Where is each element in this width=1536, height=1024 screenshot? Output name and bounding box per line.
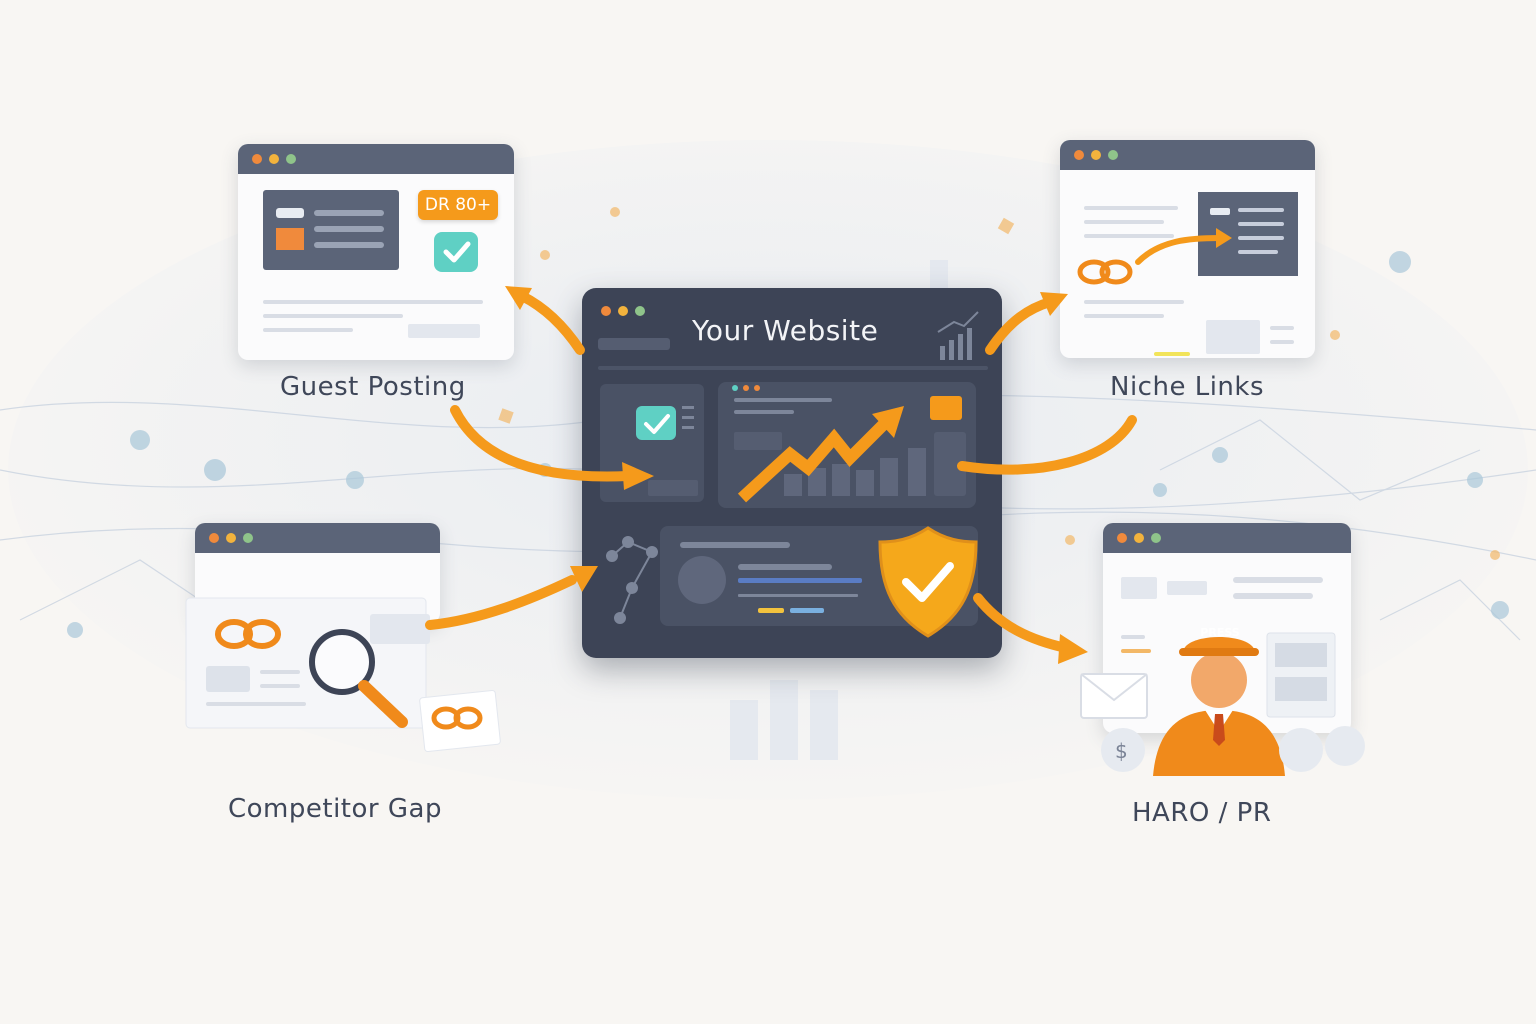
your-website-panel: Your Website <box>582 288 1002 658</box>
window-dot-icon <box>286 154 296 164</box>
your-website-content <box>598 306 988 638</box>
niche-links-window <box>1060 140 1315 358</box>
link-chain-icon <box>1077 259 1133 285</box>
press-hat-text: PRESS <box>1200 626 1240 639</box>
bar-chart-mini-icon <box>937 311 979 360</box>
window-dot-icon <box>209 533 219 543</box>
check-icon <box>636 406 676 440</box>
window-dot-icon <box>1151 533 1161 543</box>
guest-posting-label: Guest Posting <box>280 372 466 402</box>
guest-posting-content <box>263 190 483 338</box>
window-dot-icon <box>1091 150 1101 160</box>
haro-pr-label: HARO / PR <box>1132 798 1272 828</box>
competitor-gap-content <box>185 597 501 753</box>
window-dot-icon <box>269 154 279 164</box>
link-chain-icon <box>431 706 483 730</box>
window-titlebar <box>238 144 514 174</box>
center-title: Your Website <box>692 314 879 347</box>
shield-check-icon <box>878 526 978 638</box>
competitor-gap-label: Competitor Gap <box>228 794 442 824</box>
window-dot-icon <box>1108 150 1118 160</box>
magnifier-icon <box>309 629 408 728</box>
trend-arrow-icon <box>737 406 904 503</box>
check-icon <box>434 232 478 272</box>
window-titlebar <box>1103 523 1351 553</box>
window-dot-icon <box>243 533 253 543</box>
press-person-icon: $ <box>1080 637 1365 776</box>
dollar-icon: $ <box>1115 739 1128 763</box>
niche-links-label: Niche Links <box>1110 372 1264 402</box>
haro-pr-content <box>1121 577 1336 718</box>
window-dot-icon <box>1134 533 1144 543</box>
window-dot-icon <box>1117 533 1127 543</box>
window-titlebar <box>1060 140 1315 170</box>
envelope-icon <box>1080 673 1148 719</box>
window-dot-icon <box>1074 150 1084 160</box>
niche-links-content <box>1077 192 1298 356</box>
guest-posting-window <box>238 144 514 360</box>
window-dot-icon <box>252 154 262 164</box>
link-chain-icon <box>215 619 281 649</box>
window-titlebar <box>195 523 440 553</box>
window-dot-icon <box>226 533 236 543</box>
dr-badge: DR 80+ <box>418 190 498 220</box>
